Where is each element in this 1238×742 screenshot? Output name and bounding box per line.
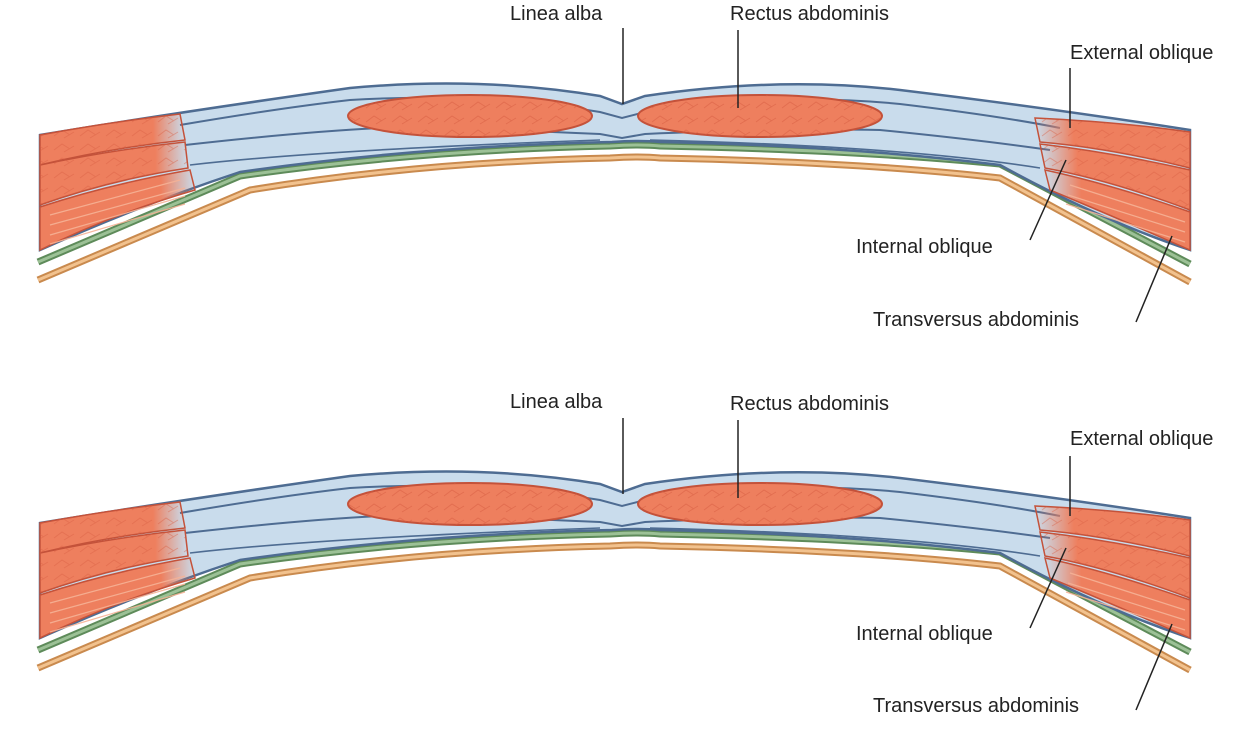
label-external-oblique: External oblique (1070, 428, 1213, 450)
cross-section-top (38, 84, 1190, 283)
cross-section-bottom (38, 472, 1190, 671)
label-linea-alba: Linea alba (510, 3, 603, 25)
label-internal-oblique: Internal oblique (856, 623, 993, 645)
label-linea-alba: Linea alba (510, 391, 603, 413)
label-internal-oblique: Internal oblique (856, 236, 993, 258)
label-rectus-abdominis: Rectus abdominis (730, 393, 889, 415)
panel-bottom: Linea alba Rectus abdominis External obl… (38, 391, 1213, 717)
leader-lines-bottom (622, 418, 1173, 711)
panel-top: Linea alba Rectus abdominis External obl… (38, 3, 1213, 331)
label-transversus-abdominis: Transversus abdominis (873, 695, 1079, 717)
label-transversus-abdominis: Transversus abdominis (873, 309, 1079, 331)
label-external-oblique: External oblique (1070, 42, 1213, 64)
leader-lines-top (622, 28, 1173, 323)
label-rectus-abdominis: Rectus abdominis (730, 3, 889, 25)
